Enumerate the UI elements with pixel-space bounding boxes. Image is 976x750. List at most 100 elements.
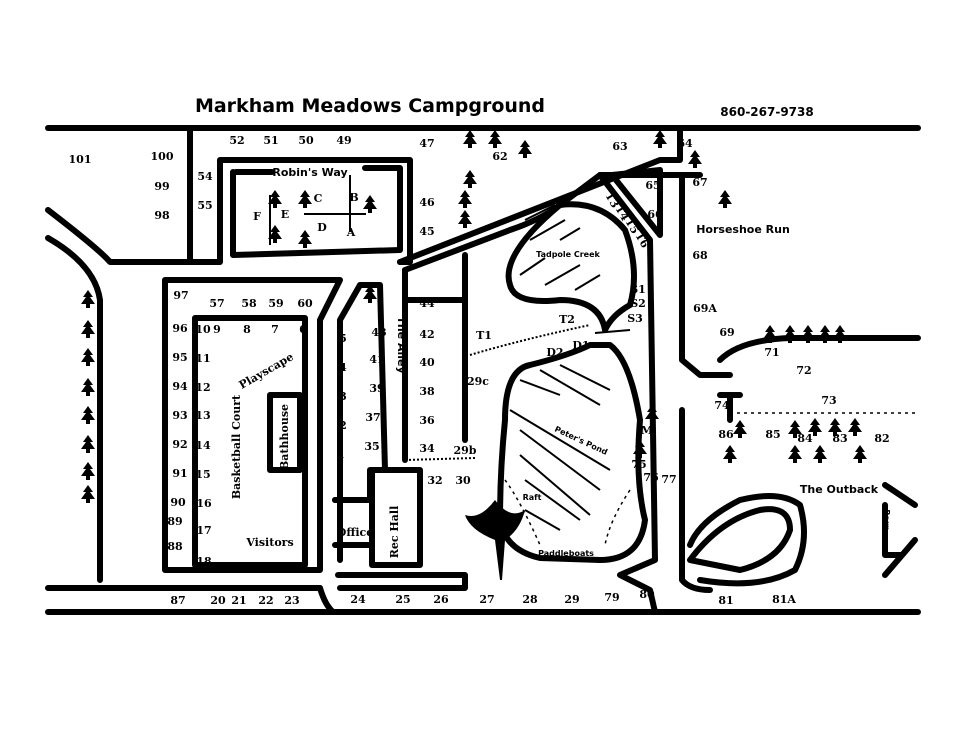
site-label: 10: [195, 323, 211, 336]
label-the-alley: The Alley: [395, 316, 408, 373]
site-label: 77: [661, 473, 676, 486]
tree-icon: [81, 406, 95, 424]
site-label: 52: [229, 134, 244, 147]
site-label: 69A: [693, 302, 717, 315]
tree-icon: [813, 445, 827, 463]
site-label: 27: [479, 593, 494, 606]
tree-icon: [723, 445, 737, 463]
tree-icon: [653, 130, 667, 148]
site-label: 60: [297, 297, 313, 310]
site-label: M: [641, 424, 653, 437]
site-label: T1: [476, 329, 492, 342]
site-label: 66: [647, 208, 663, 221]
site-label: 85: [765, 428, 780, 441]
site-label: 46: [419, 196, 435, 209]
tree-icon: [463, 130, 477, 148]
site-label: 92: [172, 438, 187, 451]
site-label: D1: [572, 339, 589, 352]
site-label: 43: [371, 326, 386, 339]
site-label: 5: [339, 332, 347, 345]
site-label: 37: [365, 411, 380, 424]
label-office: Office: [337, 526, 374, 539]
site-label: 89: [167, 515, 182, 528]
site-label: S1: [630, 283, 646, 296]
label-playscape: Playscape: [237, 350, 296, 392]
tree-icon: [81, 462, 95, 480]
site-label: 93: [172, 409, 187, 422]
tree-icon: [518, 140, 532, 158]
tree-icon: [81, 320, 95, 338]
label-barn: Barn: [882, 509, 891, 530]
site-label: 44: [419, 297, 435, 310]
site-label: 81: [718, 594, 733, 607]
tree-icon: [298, 230, 312, 248]
site-label: 68: [692, 249, 708, 262]
site-label: 45: [419, 225, 434, 238]
willow-tree-icon: [465, 500, 525, 580]
site-label: 55: [197, 199, 212, 212]
tree-icon: [363, 195, 377, 213]
site-label: 30: [455, 474, 471, 487]
site-label: 94: [172, 380, 188, 393]
site-label: T2: [559, 313, 575, 326]
tree-icon: [853, 445, 867, 463]
label-tadpole-creek: Tadpole Creek: [536, 250, 600, 259]
tree-icon: [81, 435, 95, 453]
site-label: F: [253, 210, 261, 223]
site-label: 76: [643, 471, 659, 484]
site-label: 97: [173, 289, 188, 302]
site-label: 74: [714, 399, 730, 412]
site-label: 54: [197, 170, 213, 183]
site-label: S3: [627, 312, 643, 325]
site-label: 11: [195, 352, 210, 365]
site-label: 21: [231, 594, 246, 607]
site-label: 80: [639, 588, 655, 601]
site-label: 41: [369, 353, 384, 366]
site-label: 40: [419, 356, 435, 369]
site-label: B: [349, 191, 358, 204]
site-label: 32: [427, 474, 442, 487]
map-title: Markham Meadows Campground: [195, 95, 545, 117]
site-label: 51: [263, 134, 278, 147]
label-raft: Raft: [523, 493, 542, 502]
phone-number: 860-267-9738: [720, 105, 813, 119]
site-label: 71: [764, 346, 779, 359]
site-label: 75: [631, 458, 646, 471]
site-label: 64: [677, 137, 693, 150]
tree-icon: [81, 290, 95, 308]
site-label: 72: [796, 364, 811, 377]
site-label: 13: [195, 409, 210, 422]
site-label: 7: [271, 323, 279, 336]
tree-icon: [718, 190, 732, 208]
site-label: A: [346, 226, 356, 239]
site-label: 18: [196, 555, 212, 568]
site-label: 62: [492, 150, 507, 163]
tree-icon: [733, 420, 747, 438]
tree-icon: [298, 190, 312, 208]
site-label: 57: [209, 297, 224, 310]
label-paddleboats: Paddleboats: [538, 549, 594, 558]
site-label: 86: [718, 428, 734, 441]
tree-icon: [645, 405, 659, 423]
label-bathhouse: Bathhouse: [278, 404, 291, 470]
site-label: D: [317, 221, 327, 234]
site-label: 99: [154, 180, 169, 193]
site-label: 16: [196, 497, 212, 510]
tree-icon: [633, 440, 647, 458]
site-label: 100: [151, 150, 174, 163]
site-label: 8: [243, 323, 251, 336]
tree-icon: [688, 150, 702, 168]
tree-icon: [848, 418, 862, 436]
site-label: 81A: [772, 593, 796, 606]
site-label: 67: [692, 176, 707, 189]
site-label: 50: [298, 134, 314, 147]
site-label: 42: [419, 328, 434, 341]
site-label: 84: [797, 432, 813, 445]
site-label: 69: [719, 326, 734, 339]
site-label: 2: [339, 419, 347, 432]
site-label: 47: [419, 137, 434, 150]
site-label: 36: [419, 414, 435, 427]
site-label: 59: [268, 297, 283, 310]
site-label: 83: [832, 432, 847, 445]
site-label: 35: [364, 440, 379, 453]
